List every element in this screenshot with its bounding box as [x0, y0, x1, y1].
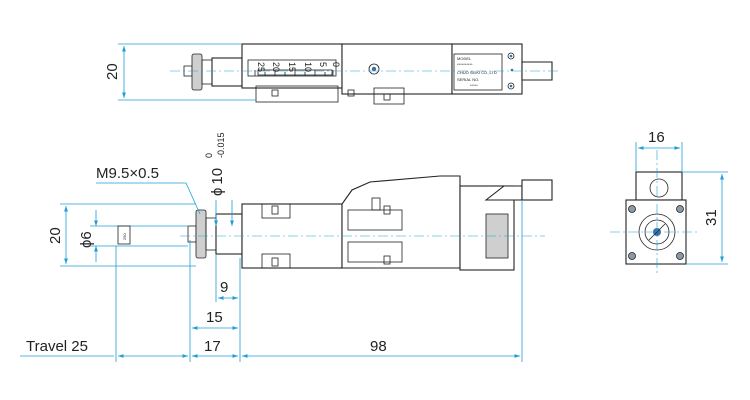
scale-label: 0 [331, 62, 341, 67]
nameplate-model-value: ********** [457, 62, 473, 67]
scale-label: 10 [303, 62, 313, 72]
travel-label: Travel 25 [26, 338, 88, 355]
side-height-label: 20 [47, 227, 64, 244]
end-screw-tr [676, 205, 684, 213]
nameplate-model-label: MODEL [457, 56, 472, 61]
nameplate-serial-value: ***** [470, 83, 478, 88]
dim-17-label: 17 [204, 338, 221, 355]
top-base-plate-2 [373, 87, 405, 105]
top-thimble [211, 57, 243, 87]
side-knob-collar [205, 217, 217, 251]
dim-15-label: 15 [206, 309, 223, 326]
stem-dia-label: ϕ6 [78, 231, 95, 248]
end-height-label: 31 [703, 209, 720, 226]
scale-label: 15 [287, 62, 297, 72]
top-screw-3 [383, 93, 391, 101]
side-knob [195, 209, 207, 259]
thread-leader [96, 182, 201, 215]
nameplate-serial-label: SERIAL NO. [457, 77, 479, 82]
dim-98-label: 98 [370, 338, 387, 355]
top-screw-1 [271, 89, 279, 97]
top-head-screw-1 [507, 52, 515, 60]
scale-label: 20 [271, 62, 281, 72]
top-height-label: 20 [104, 63, 121, 80]
scale-label: 25 [256, 62, 266, 72]
top-center-screw-head [371, 66, 377, 72]
top-mid-body [341, 43, 453, 95]
top-base-plate [255, 85, 339, 103]
top-main-body [241, 43, 343, 89]
side-slot-top [261, 203, 291, 219]
side-screw-2 [271, 257, 279, 267]
side-mid-body [341, 175, 461, 269]
side-screw-4 [383, 205, 391, 215]
top-view: 25 20 15 10 5 0 MODEL ********** CHUO SE… [104, 43, 560, 105]
end-screw-tl [628, 205, 636, 213]
side-screw-1 [271, 205, 279, 215]
end-screw-br [676, 252, 684, 260]
thread-label: M9.5×0.5 [96, 165, 159, 182]
side-slot-bottom [261, 253, 291, 269]
end-screw-bl [628, 252, 636, 260]
dim-9-label: 9 [220, 279, 228, 296]
side-window-bottom [347, 241, 403, 263]
top-screw-2 [347, 89, 355, 97]
top-knob-collar [201, 59, 213, 85]
scale-labels: 25 20 15 10 5 0 [256, 62, 341, 72]
side-cable [521, 179, 553, 201]
side-screw-5 [383, 255, 391, 265]
stem-box-label: 250 [122, 233, 127, 240]
top-center-screw [368, 63, 380, 75]
side-thimble [215, 213, 243, 255]
spindle-dia-label: ϕ10 [209, 168, 226, 196]
end-top-hole [649, 178, 669, 198]
end-width-label: 16 [648, 129, 665, 146]
stem-box [117, 225, 131, 245]
end-top-block [635, 171, 683, 201]
nameplate-maker: CHUO SEIKI CO.,LTD [457, 70, 497, 75]
spindle-tol-upper: 0 [204, 153, 214, 158]
scale-bar [257, 69, 333, 76]
side-screw-3 [371, 197, 381, 211]
top-knob [191, 53, 203, 91]
scale-window [247, 59, 337, 77]
scale-label: 5 [318, 62, 328, 67]
nameplate [453, 53, 503, 91]
side-knob-tip [187, 225, 197, 243]
top-head-screw-2 [507, 82, 515, 90]
end-view: 16 31 [610, 129, 728, 276]
spindle-tol-lower: -0.015 [216, 132, 226, 158]
side-view: 20 ϕ6 250 M9.5×0.5 ϕ10 0 -0.015 9 15 Tra… [20, 132, 553, 362]
